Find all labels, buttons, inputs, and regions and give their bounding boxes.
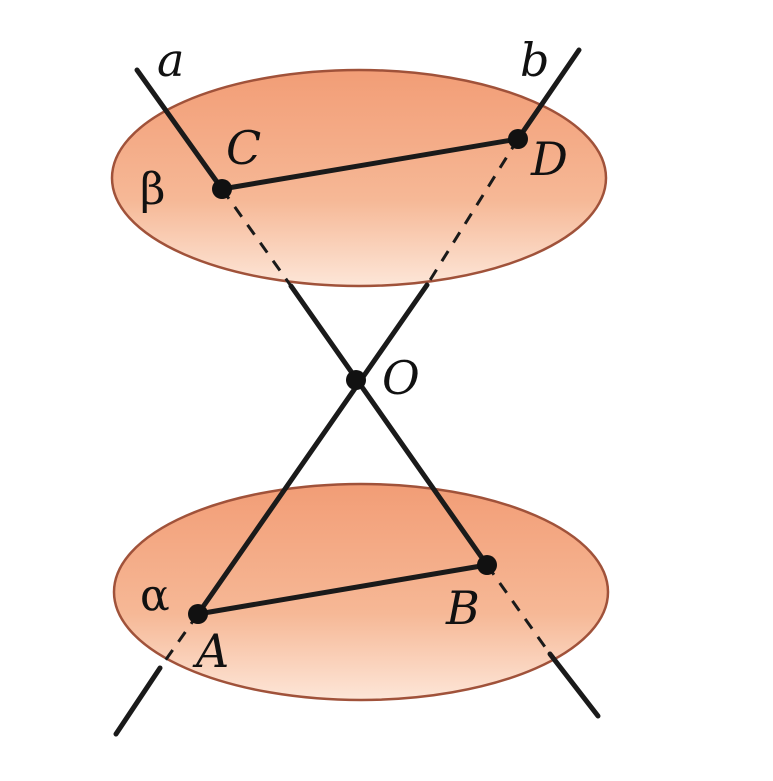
line-a-lower-segment xyxy=(547,651,601,719)
point-c-dot xyxy=(212,179,232,199)
plane-beta xyxy=(110,68,608,288)
plane-alpha xyxy=(112,482,610,702)
line-b-upper-segment xyxy=(515,47,582,142)
point-a-dot xyxy=(188,604,208,624)
line-a-dashed-upper xyxy=(220,188,293,287)
point-d-dot xyxy=(508,129,528,149)
point-b-label: B xyxy=(445,581,480,635)
point-c-label: C xyxy=(226,121,261,175)
point-d-label: D xyxy=(530,132,568,186)
line-b-lower-segment xyxy=(113,665,163,737)
segment-cd xyxy=(219,136,521,192)
line-b-dashed-upper xyxy=(425,138,520,286)
line-b-middle-segment xyxy=(195,282,430,617)
line-b-label: b xyxy=(520,33,549,87)
point-b-dot xyxy=(477,555,497,575)
line-a-dashed-lower xyxy=(485,564,552,655)
line-a-upper-segment xyxy=(134,67,225,192)
line-a-label: a xyxy=(157,33,184,87)
line-b-dashed-lower xyxy=(158,613,200,669)
point-a-label: A xyxy=(192,624,229,678)
segment-ab xyxy=(195,562,490,617)
point-o-label: O xyxy=(382,351,420,405)
point-o-dot xyxy=(346,370,366,390)
plane-beta-label: β xyxy=(140,164,165,215)
line-a-middle-segment xyxy=(288,283,490,568)
plane-alpha-label: α xyxy=(140,570,170,621)
